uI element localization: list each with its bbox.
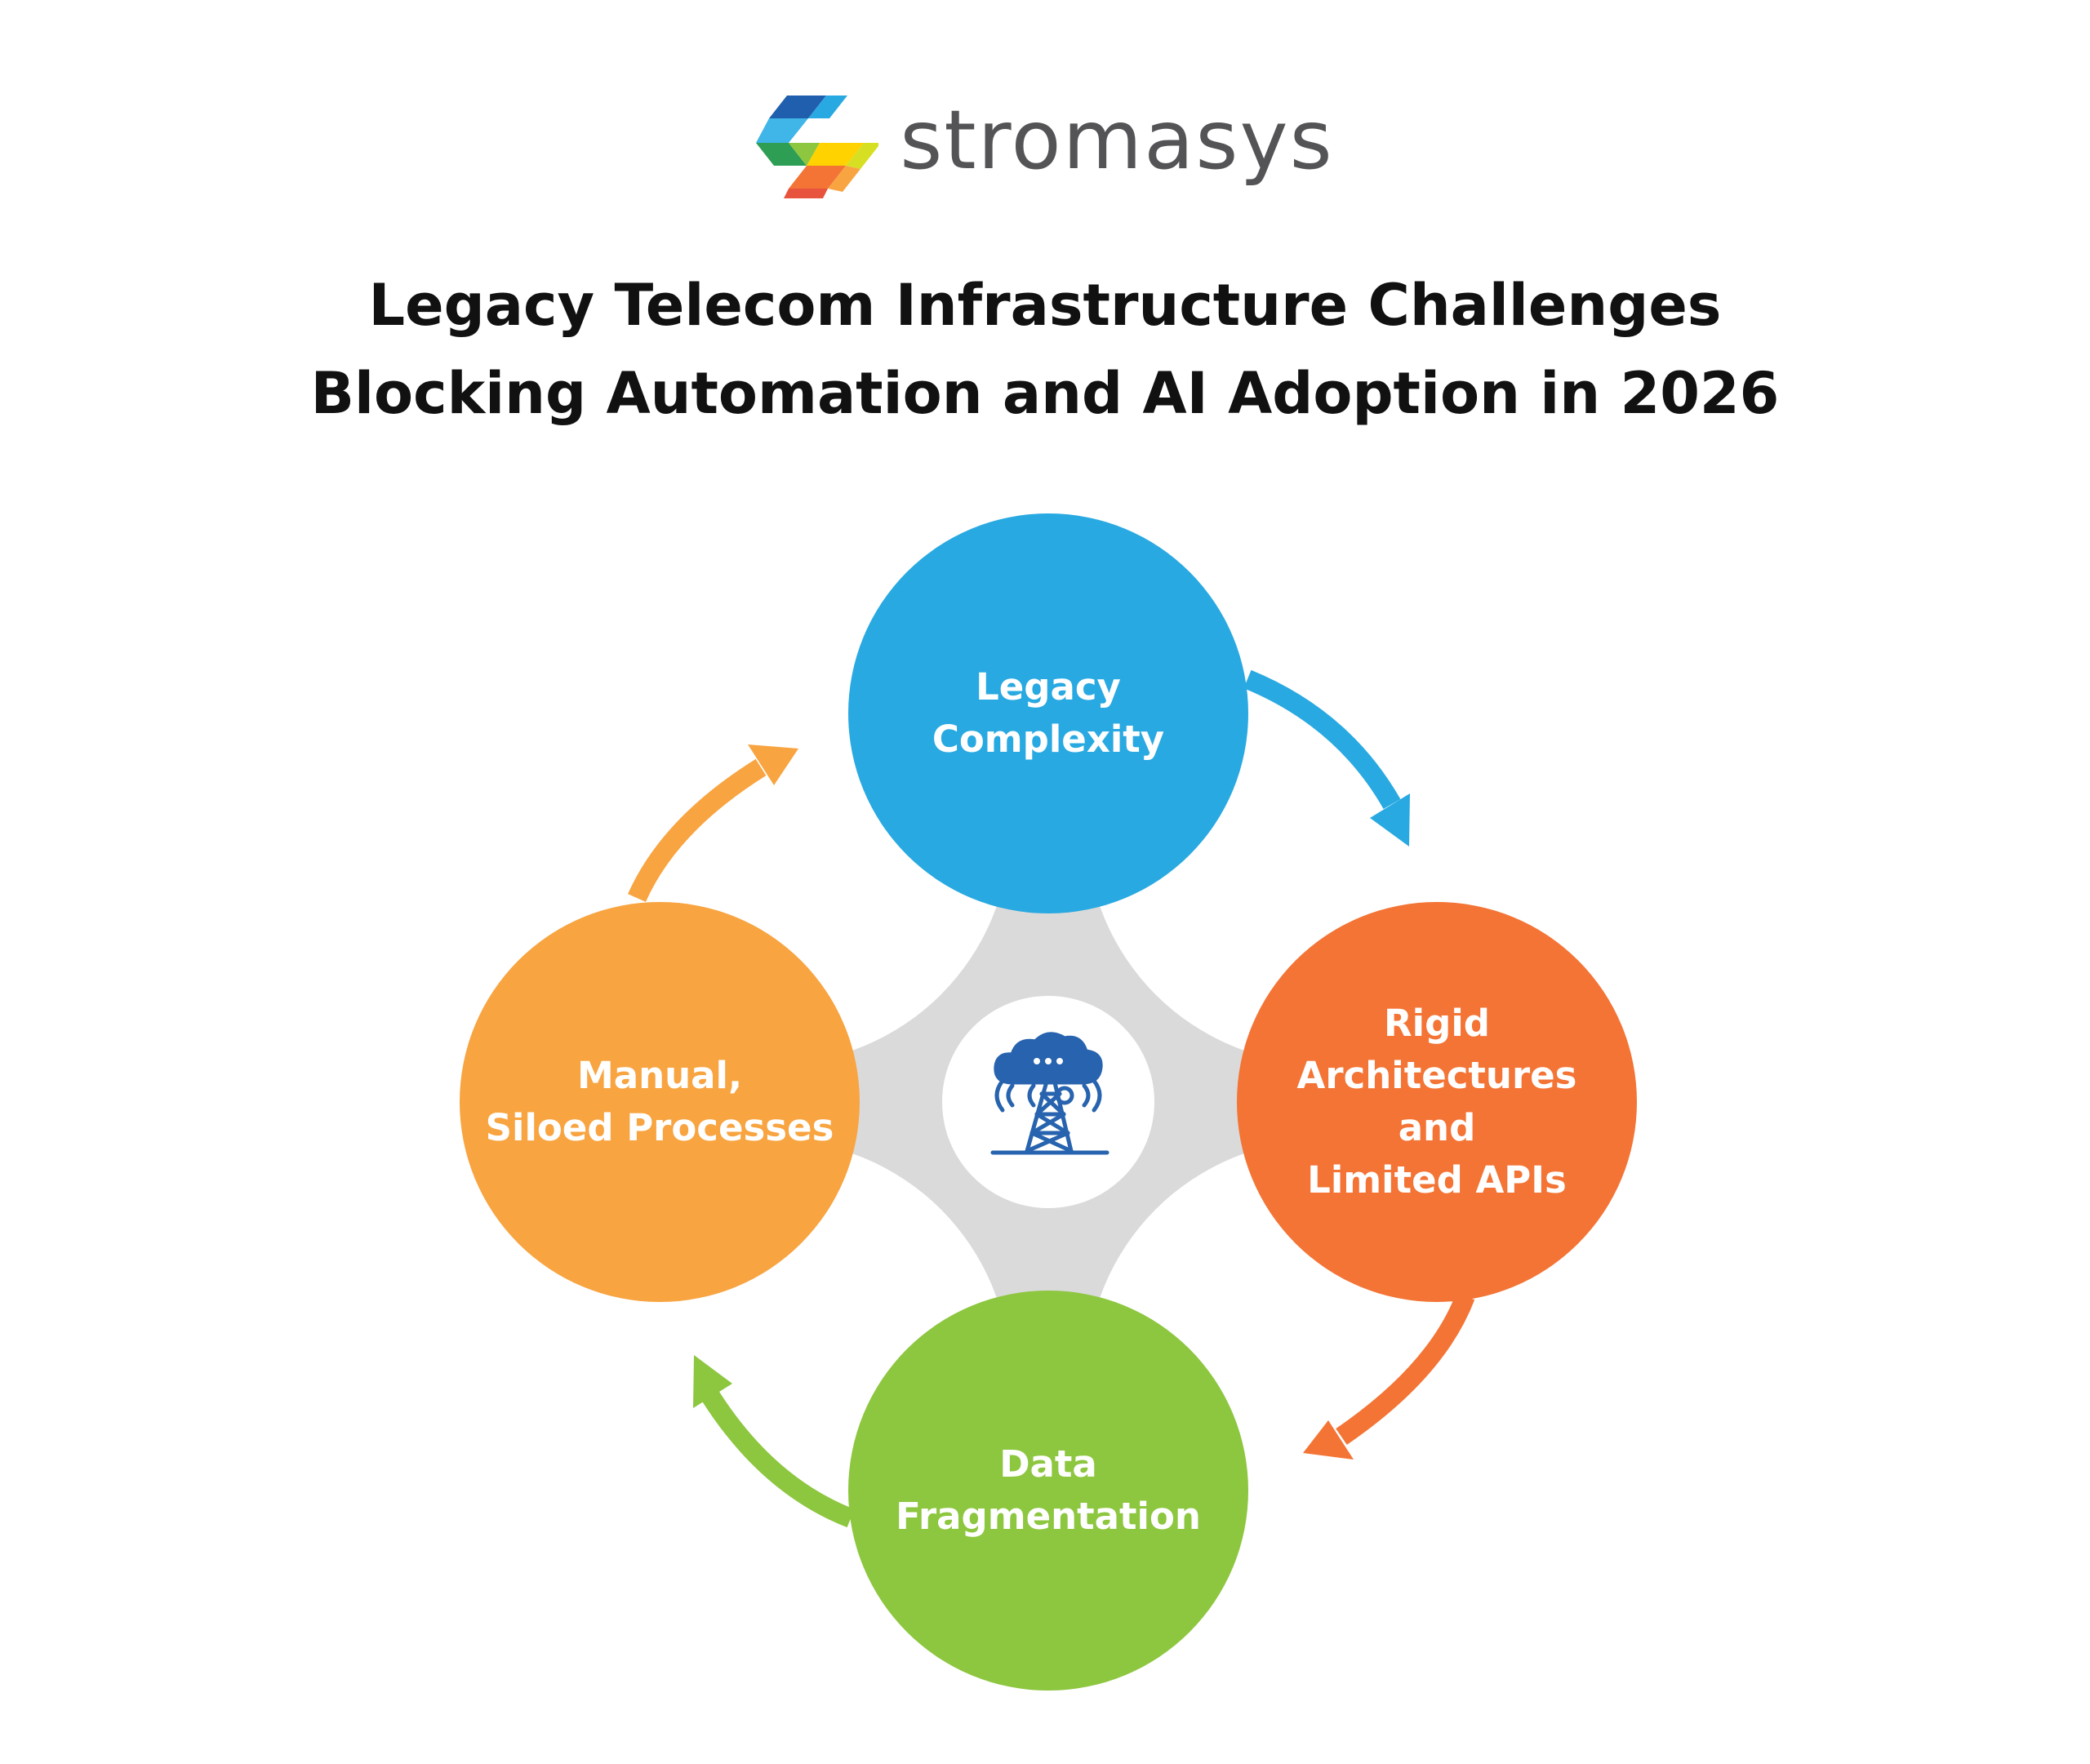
brand-header: stromasys <box>0 86 2090 208</box>
label-line: Siloed Processes <box>485 1106 834 1149</box>
label-data-fragmentation: Data Fragmentation <box>869 1425 1228 1556</box>
label-line: Fragmentation <box>896 1495 1201 1538</box>
cloud-telecom-tower-icon <box>990 1032 1109 1155</box>
label-line: Architectures <box>1296 1054 1577 1097</box>
arrow-manual-to-legacy <box>628 744 798 902</box>
title-line-2: Blocking Automation and AI Adoption in 2… <box>310 360 1780 427</box>
label-line: and <box>1398 1106 1476 1149</box>
stromasys-logo-icon <box>756 96 879 198</box>
label-line: Legacy <box>976 665 1121 709</box>
arrow-legacy-to-rigid <box>1243 669 1410 846</box>
title-line-1: Legacy Telecom Infrastructure Challenges <box>368 272 1722 339</box>
label-line: Limited APIs <box>1307 1158 1567 1202</box>
label-manual-siloed-processes: Manual, Siloed Processes <box>480 1037 839 1167</box>
node-manual-siloed-processes <box>460 902 860 1302</box>
label-rigid-architectures: Rigid Architectures and Limited APIs <box>1257 971 1616 1233</box>
page-title: Legacy Telecom Infrastructure Challenges… <box>0 261 2090 438</box>
label-line: Rigid <box>1384 1002 1490 1045</box>
label-line: Complexity <box>932 718 1165 761</box>
brand-name: stromasys <box>900 92 1334 188</box>
node-data-fragmentation <box>848 1291 1248 1691</box>
arrow-rigid-to-data <box>1303 1292 1475 1460</box>
node-rigid-architectures <box>1237 902 1637 1302</box>
label-line: Data <box>999 1442 1097 1486</box>
label-legacy-complexity: Legacy Complexity <box>885 632 1212 795</box>
label-line: Manual, <box>576 1054 743 1097</box>
node-legacy-complexity <box>848 513 1248 913</box>
arrow-data-to-manual <box>693 1355 855 1528</box>
